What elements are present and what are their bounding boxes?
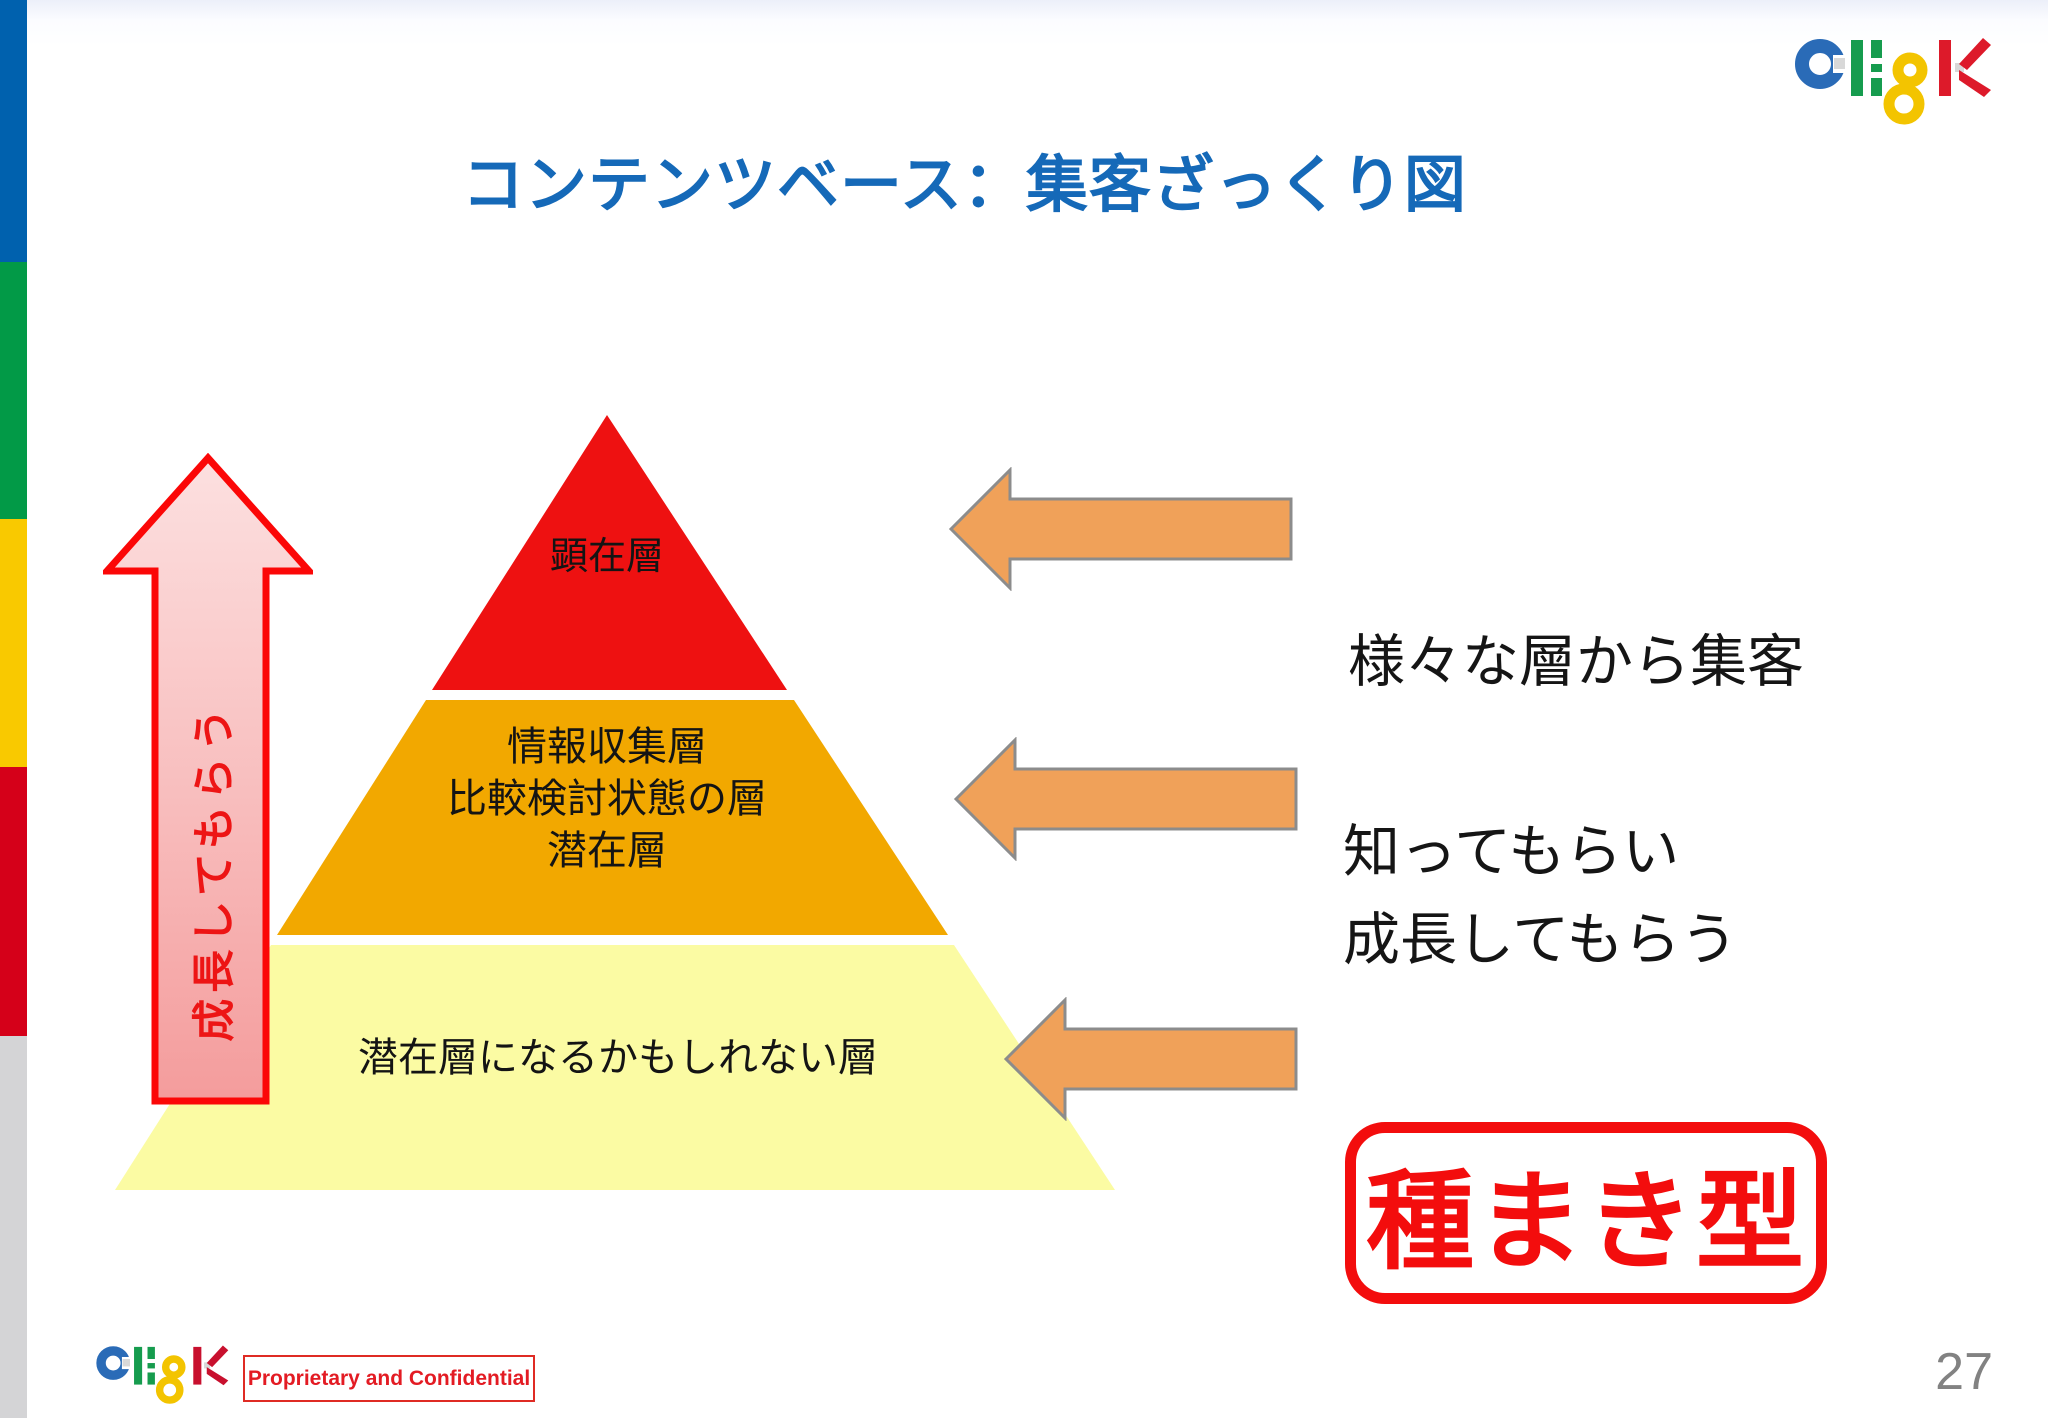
growth-arrow-label: 成長してもらう <box>191 702 239 1042</box>
pyramid-middle-line-3: 潜在層 <box>547 829 667 873</box>
annotation-let-grow: 成長してもらう <box>1343 908 1738 972</box>
left-bar-blue-segment <box>0 0 27 262</box>
pyramid-top-label: 顕在層 <box>549 536 665 578</box>
annotation-get-known: 知ってもらい <box>1343 820 1680 884</box>
pyramid-middle-line-2: 比較検討状態の層 <box>447 777 767 821</box>
clisk-logo-footer-icon <box>96 1345 229 1404</box>
left-bar-red-segment <box>0 767 27 1036</box>
annotation-attract-from-layers: 様々な層から集客 <box>1348 630 1804 694</box>
left-color-bar <box>0 0 27 1418</box>
clisk-logo-icon <box>1795 38 1991 125</box>
confidential-box: Proprietary and Confidential <box>243 1355 535 1402</box>
pyramid-bottom-label: 潜在層になるかもしれない層 <box>358 1036 878 1080</box>
stamp-label: 種まき型 <box>1365 1161 1806 1282</box>
left-bar-yellow-segment <box>0 519 27 767</box>
pyramid-middle-line-1: 情報収集層 <box>507 725 707 769</box>
page-title: コンテンツベース：集客ざっくり図 <box>462 151 1467 220</box>
left-bar-gray-segment <box>0 1036 27 1418</box>
left-bar-green-segment <box>0 262 27 519</box>
page-number: 27 <box>1935 1343 1993 1401</box>
pyramid-layer-bottom <box>115 945 1115 1190</box>
pyramid-middle-label: 情報収集層 比較検討状態の層 潜在層 <box>447 721 767 877</box>
seed-sowing-stamp: 種まき型 <box>1345 1122 1827 1304</box>
growth-up-arrow-icon <box>103 453 313 1105</box>
confidential-label: Proprietary and Confidential <box>247 1366 531 1390</box>
inflow-arrow-middle-icon <box>953 737 1298 861</box>
inflow-arrow-top-icon <box>948 467 1293 591</box>
funnel-pyramid: 顕在層 情報収集層 比較検討状態の層 潜在層 潜在層になるかもしれない層 <box>115 415 1115 1190</box>
inflow-arrow-bottom-icon <box>1003 997 1298 1121</box>
